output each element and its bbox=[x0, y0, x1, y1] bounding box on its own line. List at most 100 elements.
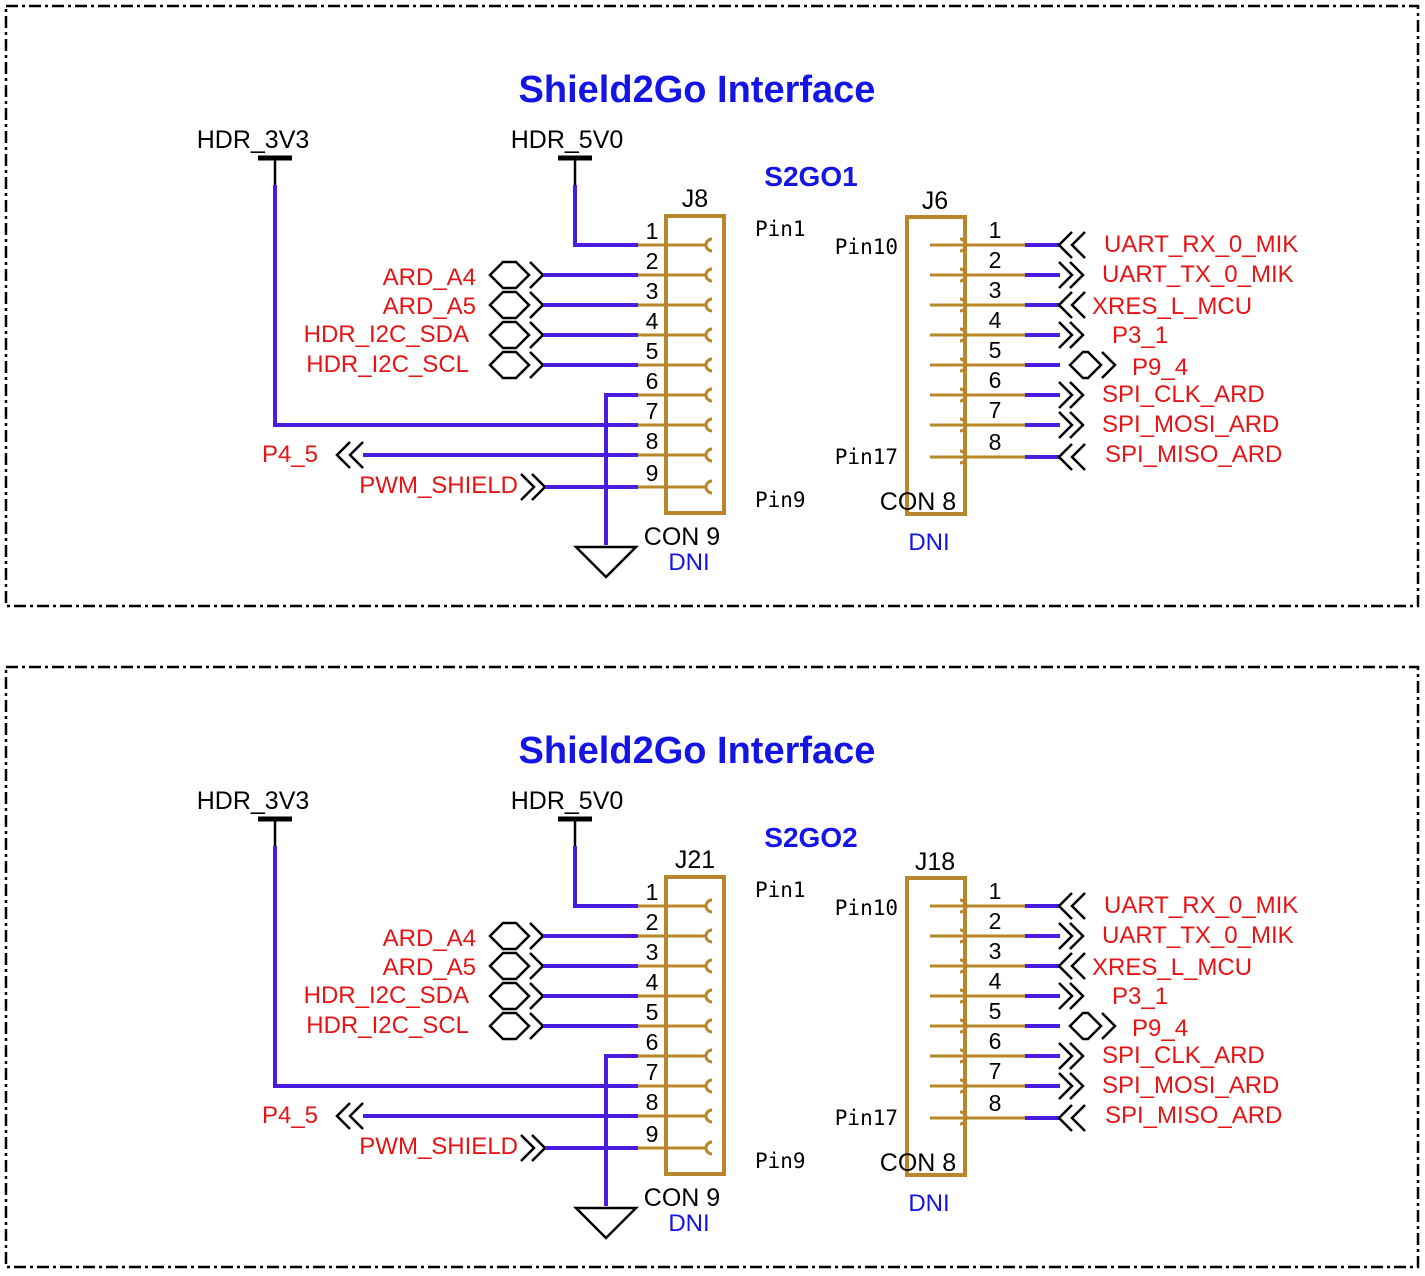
right-pin-contact bbox=[959, 1018, 968, 1034]
wire-5v0-pin1 bbox=[573, 185, 638, 247]
input-flag bbox=[1057, 952, 1073, 980]
net-label: HDR_I2C_SDA bbox=[304, 982, 469, 1009]
net-label: P9_4 bbox=[1132, 1015, 1188, 1042]
output-flag bbox=[1069, 321, 1085, 349]
power-5v0-label: HDR_5V0 bbox=[511, 126, 624, 154]
right-connector-pin-top: Pin10 bbox=[835, 235, 898, 259]
wire-3v3-pin7 bbox=[273, 185, 638, 427]
bidir-flag-chevron bbox=[529, 321, 545, 349]
right-pin-number: 5 bbox=[989, 337, 1002, 363]
left-pin-contact bbox=[704, 417, 713, 433]
left-pin-number: 5 bbox=[646, 999, 659, 1025]
left-pin-number: 1 bbox=[646, 879, 659, 905]
net-label: SPI_MISO_ARD bbox=[1105, 1102, 1282, 1129]
net-label: ARD_A5 bbox=[383, 293, 476, 320]
block-frame bbox=[4, 4, 1420, 608]
output-flag bbox=[1058, 1042, 1074, 1070]
output-flag bbox=[1058, 381, 1074, 409]
net-label: UART_RX_0_MIK bbox=[1104, 231, 1298, 258]
input-flag bbox=[1070, 443, 1086, 471]
right-connector-pin-top: Pin10 bbox=[835, 896, 898, 920]
right-connector-pin-bottom: Pin17 bbox=[835, 445, 898, 469]
power-5v0-label: HDR_5V0 bbox=[511, 787, 624, 815]
bidir-flag-chevron bbox=[529, 952, 545, 980]
net-label: SPI_CLK_ARD bbox=[1102, 1042, 1265, 1069]
output-flag bbox=[1069, 411, 1085, 439]
right-pin-number: 7 bbox=[989, 397, 1002, 423]
left-pin-number: 7 bbox=[646, 398, 659, 424]
left-connector-value: CON 9 bbox=[644, 523, 720, 551]
output-flag bbox=[335, 1102, 351, 1130]
output-flag bbox=[1069, 381, 1085, 409]
left-pin-contact bbox=[704, 387, 713, 403]
output-flag bbox=[1069, 1072, 1085, 1100]
input-flag bbox=[1070, 892, 1086, 920]
right-pin-contact bbox=[959, 928, 968, 944]
right-pin-number: 8 bbox=[989, 429, 1002, 455]
input-flag bbox=[520, 1134, 536, 1162]
net-label: HDR_I2C_SDA bbox=[304, 321, 469, 348]
bidir-flag bbox=[488, 260, 531, 290]
left-connector-ref: J21 bbox=[675, 846, 715, 874]
bidir-flag-chevron bbox=[529, 261, 545, 289]
net-label: XRES_L_MCU bbox=[1092, 293, 1252, 320]
right-pin-number: 7 bbox=[989, 1058, 1002, 1084]
right-pin-contact bbox=[959, 958, 968, 974]
input-flag bbox=[1070, 1104, 1086, 1132]
right-pin-contact bbox=[959, 449, 968, 465]
left-connector-dni: DNI bbox=[668, 1210, 709, 1237]
bidir-flag bbox=[488, 320, 531, 350]
right-pin-number: 2 bbox=[989, 247, 1002, 273]
right-pin-number: 6 bbox=[989, 1028, 1002, 1054]
bidir-flag bbox=[488, 981, 531, 1011]
left-connector-pin-bottom: Pin9 bbox=[755, 488, 806, 512]
left-connector-pin-top: Pin1 bbox=[755, 878, 806, 902]
ground-symbol bbox=[572, 1206, 640, 1240]
right-pin-number: 8 bbox=[989, 1090, 1002, 1116]
left-pin-number: 6 bbox=[646, 368, 659, 394]
input-flag bbox=[1070, 231, 1086, 259]
wire-5v0-pin1 bbox=[573, 846, 638, 908]
output-flag bbox=[348, 1102, 364, 1130]
right-pin-contact bbox=[959, 417, 968, 433]
right-pin-number: 2 bbox=[989, 908, 1002, 934]
ground-symbol bbox=[572, 545, 640, 579]
left-pin-contact bbox=[704, 1140, 713, 1156]
left-pin-number: 3 bbox=[646, 278, 659, 304]
net-label: PWM_SHIELD bbox=[359, 1133, 518, 1160]
bidir-flag-chevron bbox=[529, 1012, 545, 1040]
left-pin-number: 4 bbox=[646, 308, 659, 334]
right-pin-contact bbox=[959, 988, 968, 1004]
left-pin-number: 2 bbox=[646, 248, 659, 274]
input-flag bbox=[1070, 291, 1086, 319]
power-3v3-label: HDR_3V3 bbox=[197, 787, 310, 815]
net-label: UART_RX_0_MIK bbox=[1104, 892, 1298, 919]
left-pin-contact bbox=[704, 479, 713, 495]
input-flag bbox=[1057, 231, 1073, 259]
bidir-flag-chevron bbox=[529, 291, 545, 319]
left-connector-pin-top: Pin1 bbox=[755, 217, 806, 241]
net-label: ARD_A4 bbox=[383, 264, 476, 291]
wire-3v3-pin7 bbox=[273, 846, 638, 1088]
block-subtitle: S2GO2 bbox=[764, 822, 857, 853]
net-label: UART_TX_0_MIK bbox=[1102, 922, 1294, 949]
right-pin-number: 3 bbox=[989, 277, 1002, 303]
net-label: P9_4 bbox=[1132, 354, 1188, 381]
right-pin-contact bbox=[959, 357, 968, 373]
left-connector-pin-bottom: Pin9 bbox=[755, 1149, 806, 1173]
bidir-flag bbox=[1068, 350, 1103, 380]
net-label: HDR_I2C_SCL bbox=[306, 1012, 469, 1039]
output-flag bbox=[1069, 1042, 1085, 1070]
output-flag bbox=[1058, 982, 1074, 1010]
input-flag bbox=[1057, 291, 1073, 319]
output-flag bbox=[1058, 261, 1074, 289]
left-pin-number: 8 bbox=[646, 1089, 659, 1115]
output-flag bbox=[348, 441, 364, 469]
input-flag bbox=[1057, 892, 1073, 920]
left-pin-number: 9 bbox=[646, 1121, 659, 1147]
net-label: PWM_SHIELD bbox=[359, 472, 518, 499]
left-connector-ref: J8 bbox=[682, 185, 708, 213]
right-pin-contact bbox=[959, 237, 968, 253]
net-label: HDR_I2C_SCL bbox=[306, 351, 469, 378]
